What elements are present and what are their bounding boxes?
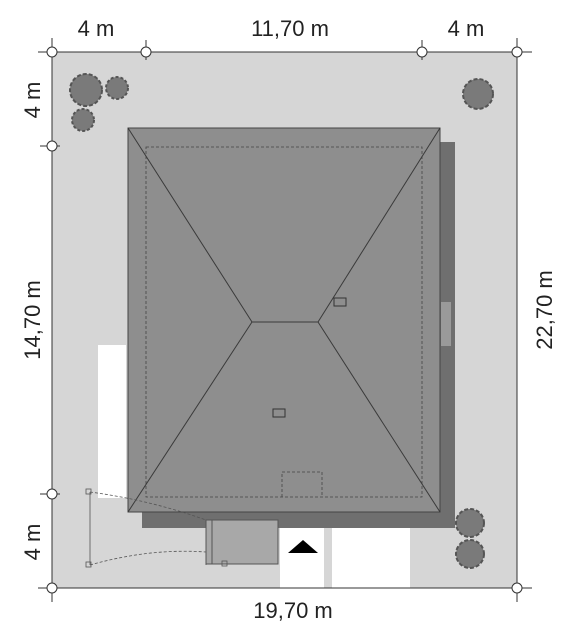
chimney-side — [441, 302, 451, 346]
garage-roof — [205, 519, 279, 565]
chimney — [333, 297, 347, 307]
dim-top-left: 4 m — [78, 16, 115, 41]
tree-icon — [455, 508, 485, 538]
terrace — [98, 345, 126, 498]
side-path — [332, 525, 410, 588]
tree-icon — [455, 539, 485, 569]
tree-icon — [69, 73, 103, 107]
dimension-lines — [38, 38, 532, 602]
dim-top-right: 4 m — [448, 16, 485, 41]
wall-outline — [145, 146, 423, 498]
dim-left-top: 4 m — [20, 82, 45, 119]
roof-ridge — [317, 127, 441, 323]
dim-left-bottom: 4 m — [20, 524, 45, 561]
survey-point-icon — [46, 46, 523, 594]
roof-ridge — [127, 127, 253, 323]
tree-icon — [462, 78, 494, 110]
roof-ridge — [317, 321, 441, 513]
roof-ridge — [127, 321, 253, 513]
dim-top-house: 11,70 m — [251, 16, 329, 41]
dim-right-total: 22,70 m — [532, 270, 557, 350]
entrance-arrow-icon — [288, 540, 318, 553]
dim-left-house: 14,70 m — [20, 280, 45, 360]
chimney — [272, 408, 286, 418]
tree-icon — [105, 76, 129, 100]
roof — [127, 127, 441, 513]
dim-bottom-total: 19,70 m — [253, 598, 333, 623]
entrance-notch — [281, 471, 323, 497]
tree-icon — [71, 108, 95, 132]
gate — [85, 488, 228, 568]
driveway — [280, 520, 324, 588]
